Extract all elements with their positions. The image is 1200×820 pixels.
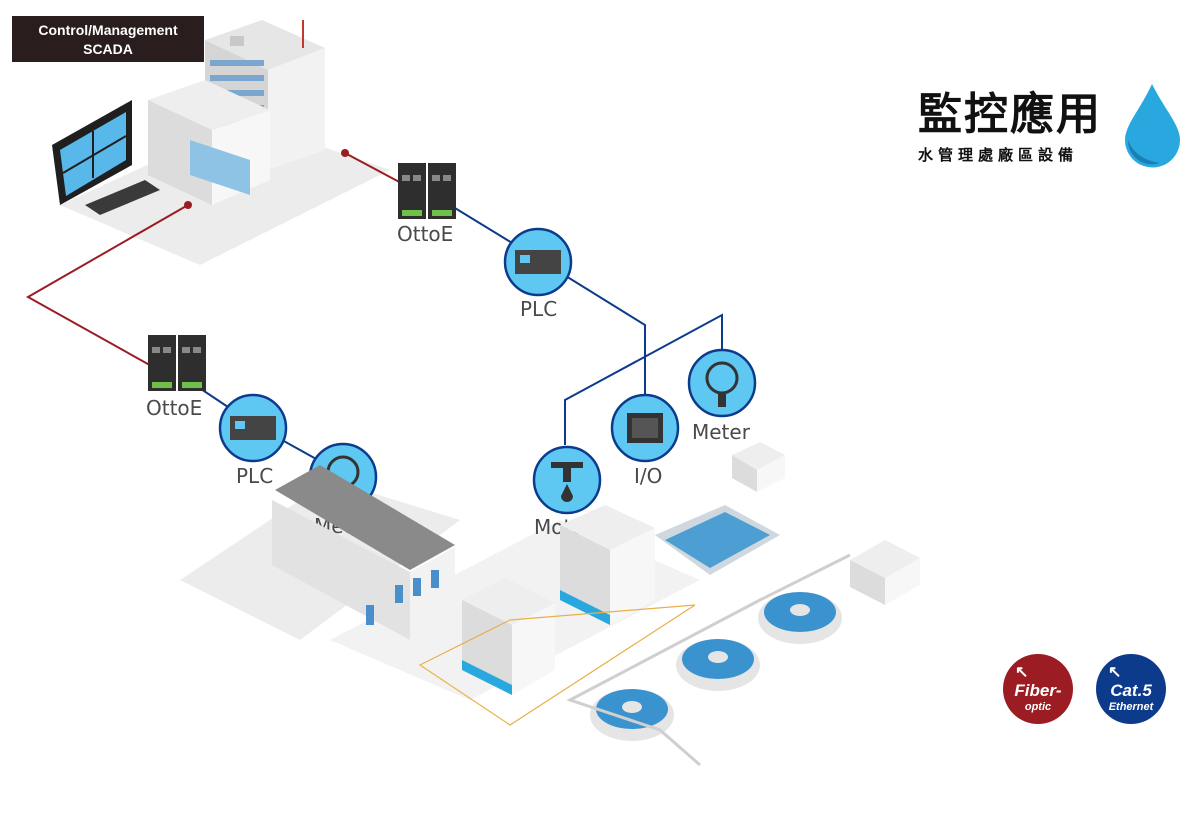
plc-icon (218, 393, 288, 463)
fiber-node-dot (184, 201, 192, 209)
plc-top-label: PLC (520, 297, 557, 321)
fiber-link-left (25, 204, 189, 369)
meter-icon (687, 348, 757, 418)
treatment-pool (655, 505, 780, 575)
switch-icon (398, 163, 456, 219)
fiber-link-top (344, 152, 406, 186)
fiber-optic-badge: ↖ Fiber- optic (1003, 654, 1073, 724)
monitor-icon (52, 100, 132, 205)
site-boundary (418, 604, 696, 726)
switch-left-label: OttoE (146, 396, 202, 420)
page-subtitle: 水管理處廠區設備 (918, 146, 1079, 164)
pump-house-building (272, 465, 455, 640)
switch-icon (148, 335, 206, 391)
arrow-icon: ↖ (1108, 664, 1122, 681)
arrow-icon: ↖ (1015, 664, 1029, 681)
meter-right-label: Meter (692, 420, 751, 444)
switch-top-label: OttoE (397, 222, 453, 246)
scada-label-box: Control/Management SCADA (12, 16, 204, 62)
plc-left-label: PLC (236, 464, 273, 488)
control-building (148, 20, 325, 205)
cat5-ethernet-badge: ↖ Cat.5 Ethernet (1096, 654, 1166, 724)
motor-icon (532, 445, 602, 515)
ethernet-link-branch (564, 313, 723, 445)
office-building (732, 442, 785, 492)
pump-station (560, 505, 655, 625)
plc-icon (503, 227, 573, 297)
pump-station (462, 578, 555, 695)
fiber-sub-label: optic (1024, 701, 1052, 713)
keyboard-icon (85, 180, 160, 215)
io-label: I/O (634, 464, 662, 488)
io-icon (610, 393, 680, 463)
page-title: 監控應用 (918, 89, 1102, 140)
fiber-main-label: Fiber- (1014, 681, 1062, 700)
cat5-sub-label: Ethernet (1108, 701, 1154, 713)
scada-line1: Control/Management (38, 22, 178, 38)
pipeline (566, 553, 851, 767)
clarifier-tank (676, 639, 760, 691)
ethernet-link-top (449, 204, 646, 395)
water-drop-icon (1125, 84, 1180, 168)
utility-building (850, 540, 920, 605)
scada-line2: SCADA (83, 41, 133, 57)
fiber-node-dot (341, 149, 349, 157)
cat5-main-label: Cat.5 (1110, 681, 1152, 700)
clarifier-tank (758, 592, 842, 644)
